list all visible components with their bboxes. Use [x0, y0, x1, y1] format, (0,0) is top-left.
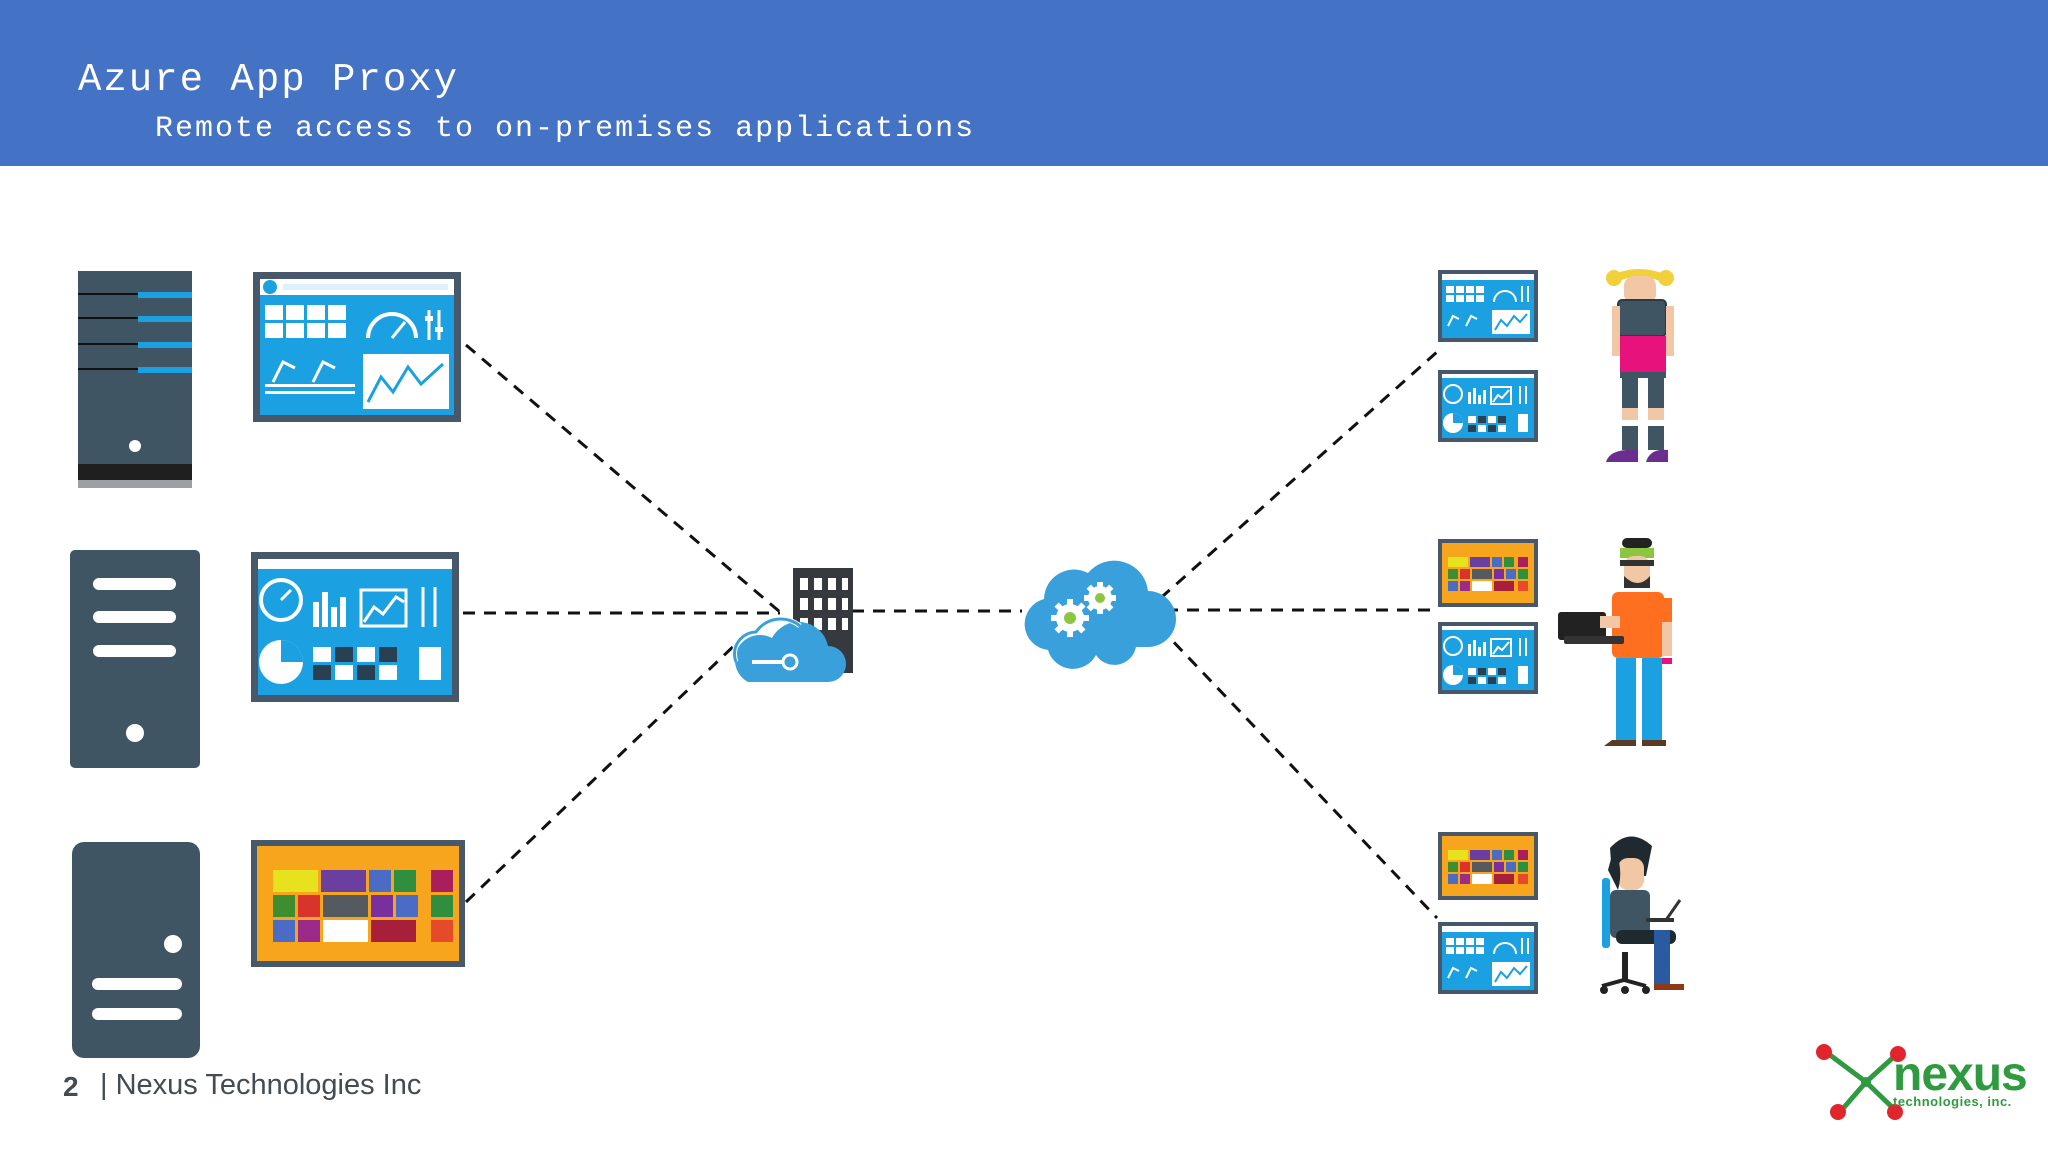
analytics-app-icon [1437, 621, 1539, 695]
dashboard-app-icon [1437, 269, 1539, 343]
cloud-building-icon [732, 568, 853, 682]
connection-lines [463, 343, 1439, 920]
server-icon [70, 550, 200, 768]
slide-title: Azure App Proxy [78, 58, 460, 102]
nexus-logo-icon [1816, 1044, 1906, 1120]
start-screen-icon [251, 840, 465, 967]
dashboard-app-icon [1437, 921, 1539, 995]
laptop-user-icon [1558, 538, 1672, 746]
analytics-app-icon [1437, 369, 1539, 443]
server-icon [72, 842, 200, 1058]
slide-header [0, 0, 2048, 166]
logo-tagline: technologies, inc. [1893, 1094, 2012, 1109]
analytics-app-icon [249, 550, 461, 704]
footer-company: | Nexus Technologies Inc [100, 1069, 422, 1101]
tower-server-icon [78, 271, 192, 488]
page-number: 2 [63, 1071, 79, 1102]
logo-wordmark: nexus [1893, 1048, 2028, 1101]
start-screen-icon [1438, 832, 1538, 900]
slide-subtitle: Remote access to on-premises application… [155, 112, 976, 146]
cloud-gears-icon [1024, 560, 1176, 669]
tablet-user-icon [1605, 269, 1674, 462]
desk-user-icon [1600, 836, 1684, 994]
dashboard-app-icon [251, 270, 463, 424]
start-screen-icon [1438, 539, 1538, 607]
